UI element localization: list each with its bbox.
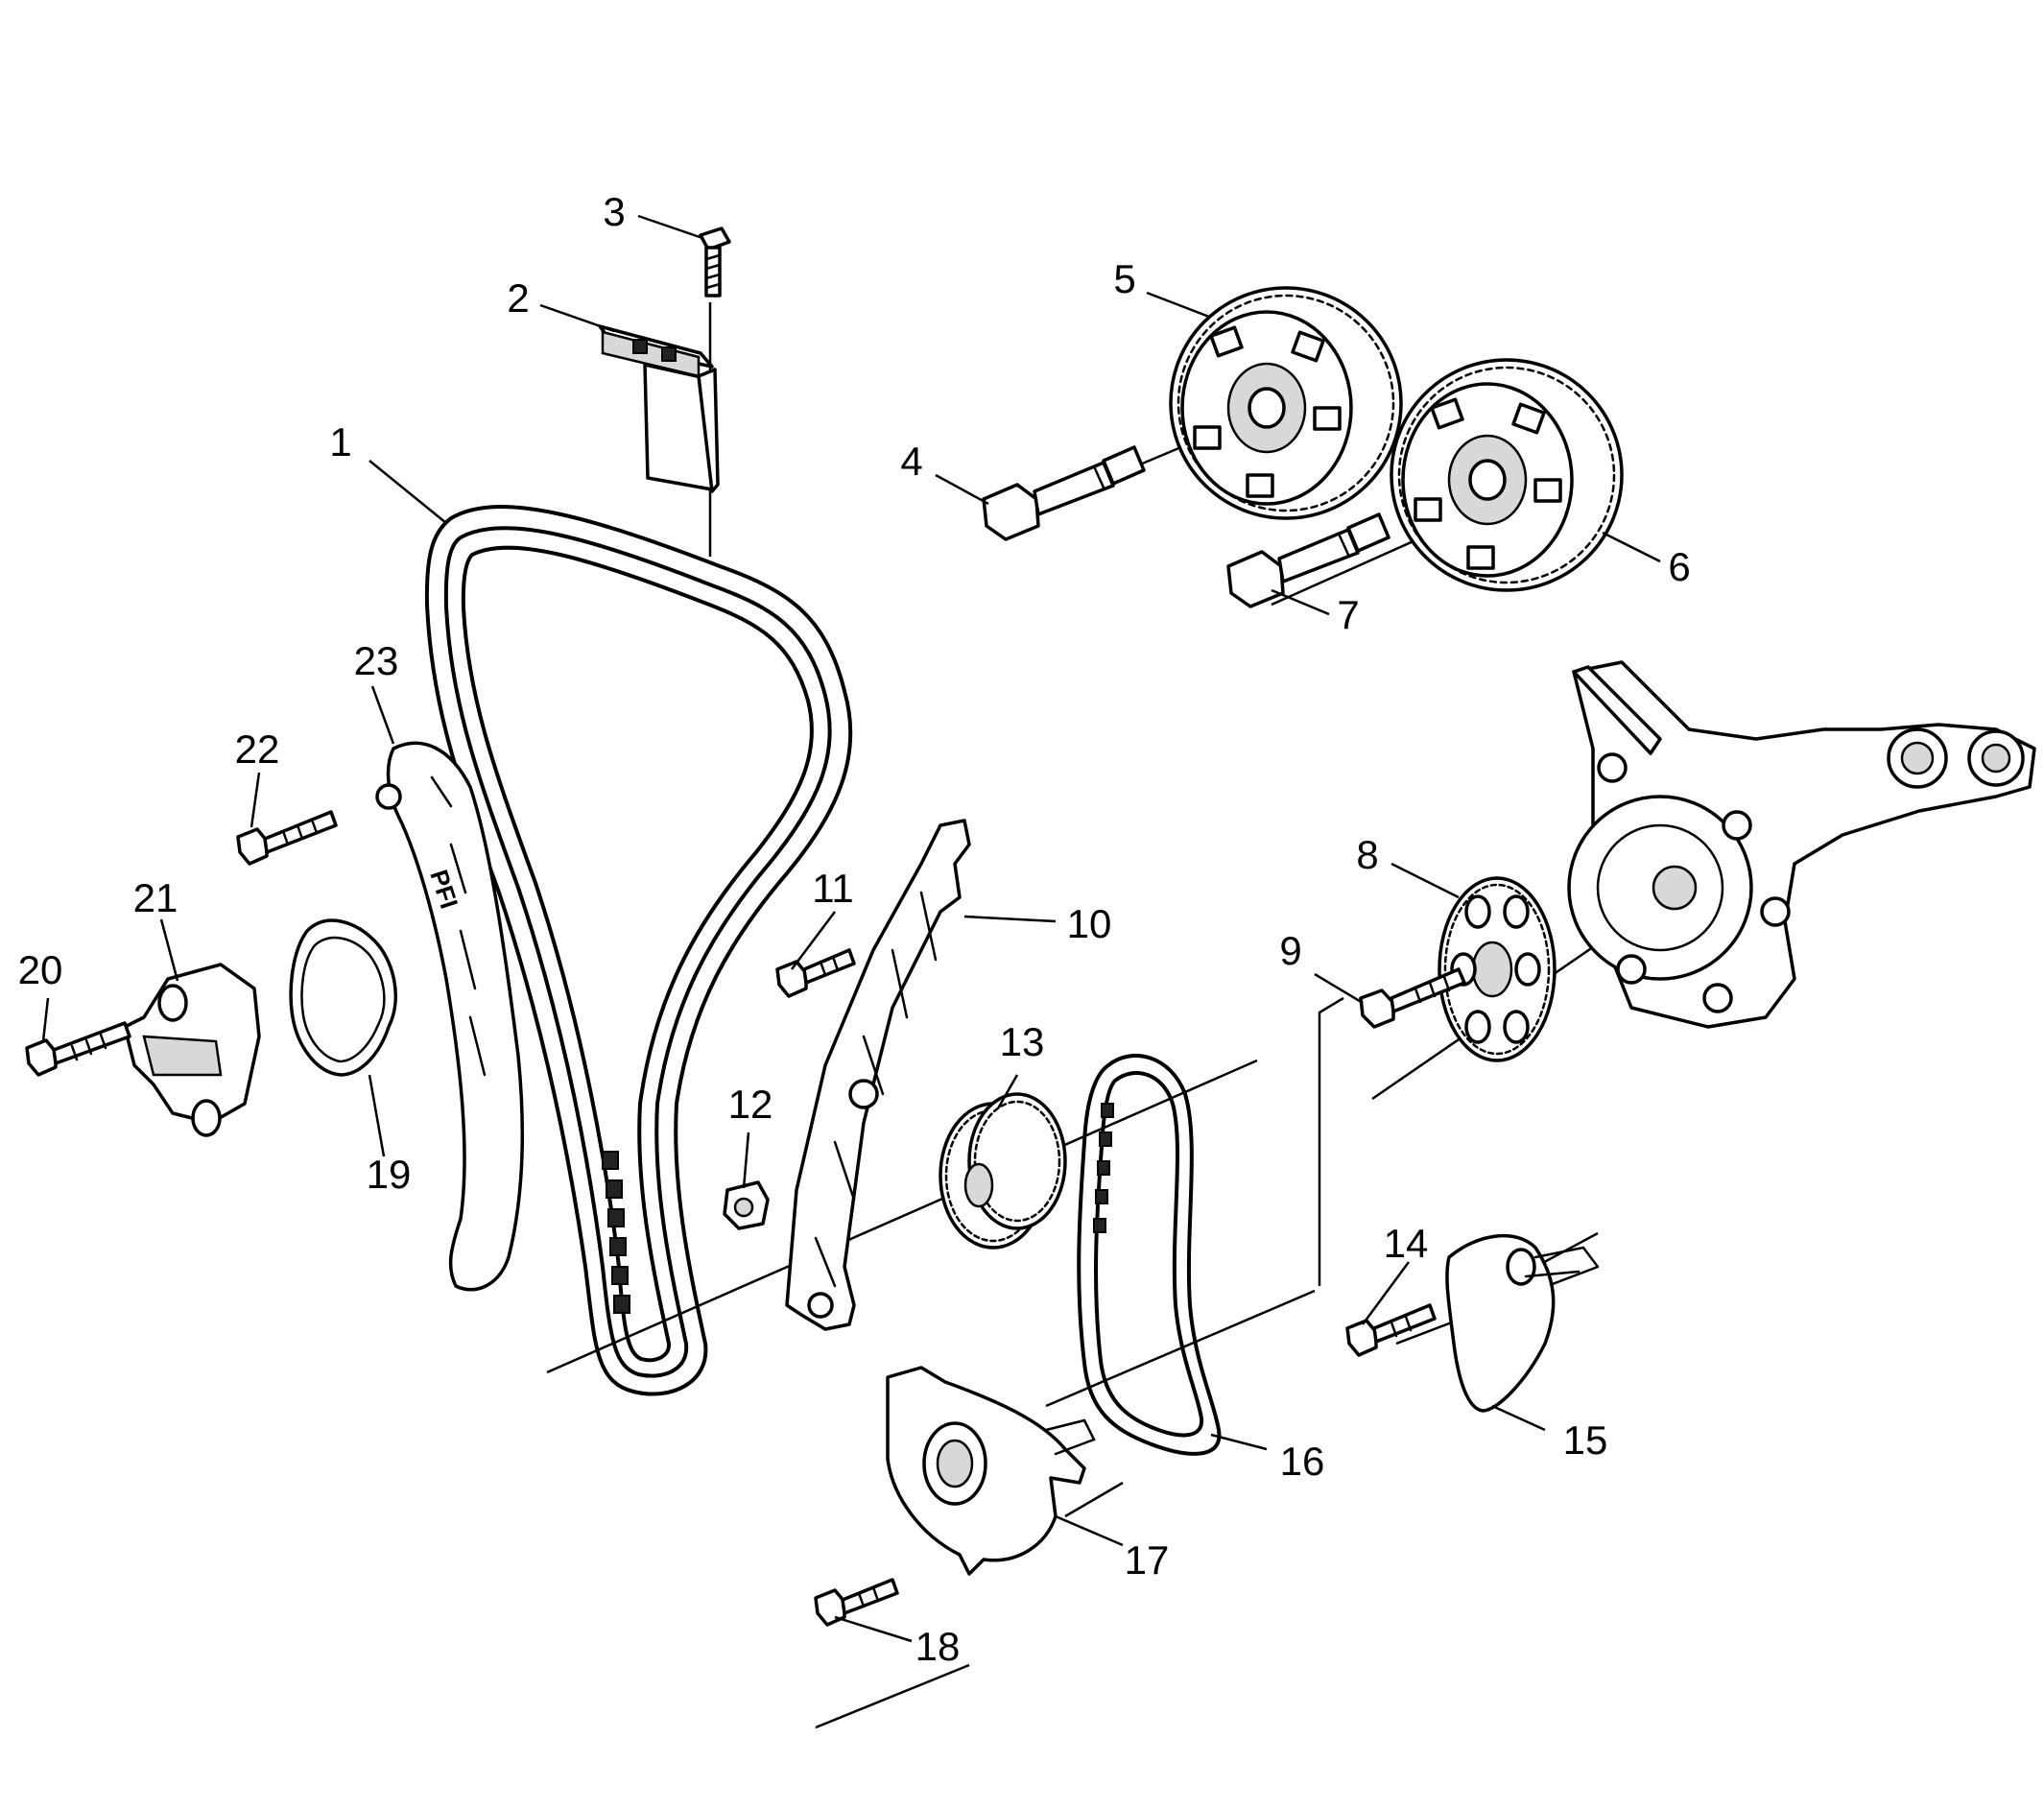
movable-guide-bolt	[236, 810, 338, 866]
exhaust-actuator-bolt	[1226, 512, 1390, 608]
leader-lines	[41, 214, 1661, 1643]
oil-pump-housing	[1567, 660, 2036, 1029]
callout-13: 13	[1000, 1019, 1045, 1064]
crankshaft-sprocket	[939, 1092, 1067, 1250]
callout-17: 17	[1125, 1537, 1170, 1583]
fixed-guide-bolt	[775, 948, 856, 998]
callout-7: 7	[1337, 592, 1359, 637]
callout-18: 18	[915, 1624, 961, 1669]
chain-tensioner-bolt	[25, 1021, 131, 1077]
callout-21: 21	[133, 875, 178, 920]
callout-labels: 1 2 3 4 5 6 7 8 9 10 11 12 13 14 15 16 1…	[18, 189, 1691, 1669]
balance-chain-guide	[886, 1366, 1096, 1576]
chain-links-left	[602, 1151, 630, 1314]
balance-sprocket-bolt	[1359, 967, 1466, 1029]
callout-8: 8	[1356, 832, 1378, 877]
exhaust-camshaft-actuator	[1390, 358, 1624, 592]
balance-chain-links	[1093, 1103, 1114, 1233]
callout-23: 23	[354, 638, 399, 683]
upper-guide-bolt	[699, 226, 731, 298]
chain-tensioner	[123, 963, 261, 1137]
balance-chain-tensioner	[1445, 1234, 1600, 1413]
callout-20: 20	[18, 947, 63, 992]
fixed-chain-guide	[785, 819, 971, 1331]
callout-11: 11	[812, 866, 854, 911]
balance-guide-bolt	[814, 1578, 899, 1627]
intake-camshaft-actuator	[1169, 286, 1403, 520]
callout-9: 9	[1279, 928, 1301, 973]
callout-15: 15	[1563, 1417, 1608, 1463]
callout-10: 10	[1067, 901, 1112, 946]
callout-2: 2	[507, 275, 529, 321]
callout-14: 14	[1384, 1221, 1429, 1266]
callout-5: 5	[1113, 256, 1135, 301]
movable-chain-guide: PFI	[375, 741, 525, 1292]
callout-6: 6	[1668, 544, 1690, 589]
callout-4: 4	[900, 439, 922, 484]
callout-19: 19	[367, 1152, 412, 1197]
chain-fitting	[723, 1180, 770, 1230]
callout-22: 22	[235, 726, 280, 772]
callout-16: 16	[1280, 1439, 1325, 1484]
balance-shaft-chain	[1077, 1054, 1222, 1456]
intake-actuator-bolt	[982, 445, 1146, 541]
callout-1: 1	[329, 419, 351, 464]
upper-chain-guide	[598, 324, 720, 493]
callout-3: 3	[603, 189, 625, 234]
balance-tensioner-bolt	[1345, 1303, 1437, 1357]
tensioner-gasket	[289, 918, 397, 1077]
callout-12: 12	[728, 1082, 773, 1127]
